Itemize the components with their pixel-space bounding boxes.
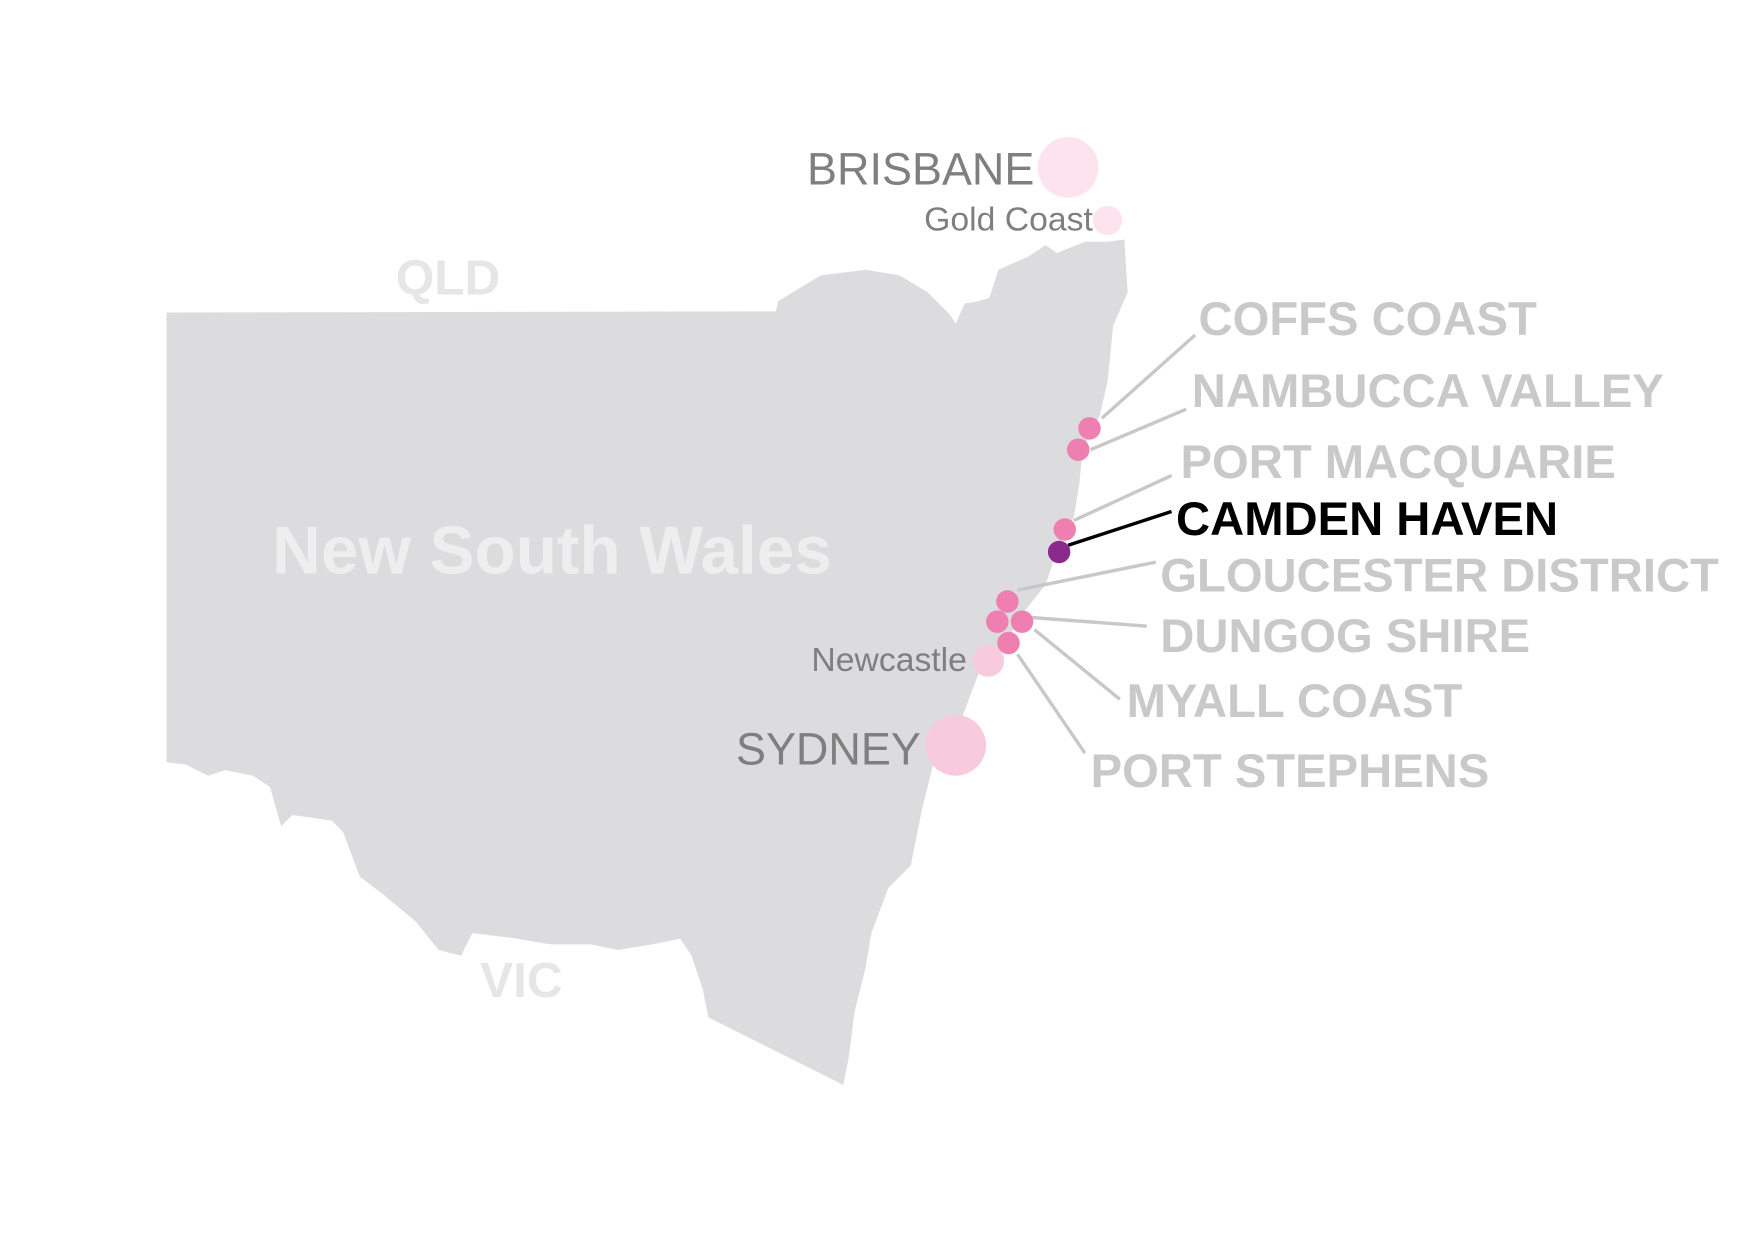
region-label-nambucca-valley: NAMBUCCA VALLEY <box>1192 365 1664 418</box>
neighbour-label-vic: VIC <box>480 953 562 1008</box>
coffs-coast-marker <box>1078 417 1101 440</box>
brisbane-marker <box>1037 137 1099 198</box>
leader-dungog-shire <box>1011 614 1147 628</box>
leader-nambucca-valley <box>1089 407 1187 452</box>
dungog-shire-marker <box>986 610 1009 633</box>
region-label-port-macquarie: PORT MACQUARIE <box>1181 436 1616 489</box>
gold-coast-marker <box>1092 205 1123 235</box>
sydney-marker <box>925 714 987 776</box>
city-label-brisbane: BRISBANE <box>807 143 1034 194</box>
region-label-dungog-shire: DUNGOG SHIRE <box>1160 610 1530 663</box>
region-label-gloucester-district: GLOUCESTER DISTRICT <box>1160 549 1719 602</box>
region-label-port-stephens: PORT STEPHENS <box>1091 745 1490 798</box>
region-label-camden-haven: CAMDEN HAVEN <box>1176 493 1558 546</box>
port-stephens-marker <box>997 631 1020 655</box>
region-label-myall-coast: MYALL COAST <box>1127 675 1463 728</box>
leader-port-stephens <box>1016 653 1087 755</box>
state-label: New South Wales <box>272 513 832 588</box>
nambucca-valley-marker <box>1066 438 1090 461</box>
leader-gloucester-district <box>1017 560 1157 592</box>
leader-myall-coast <box>1033 628 1121 701</box>
city-label-gold-coast: Gold Coast <box>924 200 1093 238</box>
gloucester-district-marker <box>996 590 1019 613</box>
leader-port-macquarie <box>1073 474 1173 523</box>
myall-coast-marker <box>1010 610 1034 633</box>
city-label-newcastle: Newcastle <box>811 641 967 679</box>
leader-coffs-coast <box>1100 333 1197 420</box>
neighbour-label-qld: QLD <box>396 251 500 306</box>
camden-haven-marker <box>1047 540 1071 564</box>
port-macquarie-marker <box>1053 518 1076 541</box>
city-label-sydney: SYDNEY <box>736 723 921 774</box>
leader-camden-haven <box>1067 509 1173 547</box>
region-label-coffs-coast: COFFS COAST <box>1199 293 1537 346</box>
newcastle-marker <box>972 645 1005 677</box>
nsw-landmass <box>166 239 1128 1085</box>
